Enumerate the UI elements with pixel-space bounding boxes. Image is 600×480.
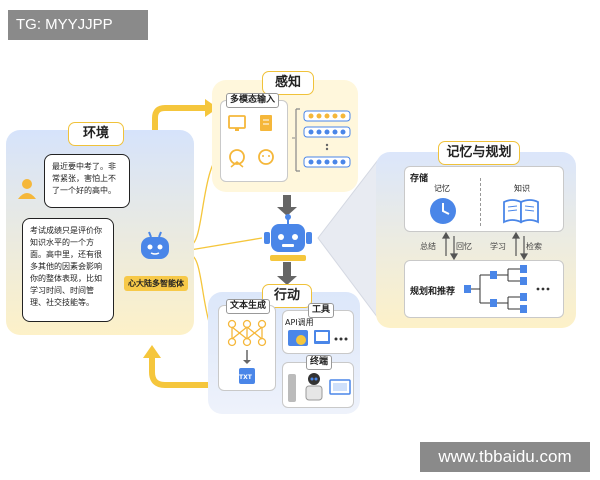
retrieve-label: 检索 — [526, 242, 542, 251]
watermark-top: TG: MYYJJPP — [8, 10, 148, 40]
knowledge-label: 知识 — [514, 184, 530, 193]
book-icon — [502, 198, 540, 224]
txt-file-label: TXT — [239, 374, 252, 381]
terminal-devices-icon — [286, 370, 352, 406]
api-call-label: API调用 — [285, 318, 314, 327]
user-avatar-icon — [17, 178, 37, 200]
agent-speech-bubble: 考试成绩只是评价你知识水平的一个方面。高中里，还有很多其他的因素会影响你的整体表… — [22, 218, 114, 322]
central-robot-icon — [262, 212, 314, 262]
terminal-label: 终端 — [306, 355, 333, 370]
environment-title: 环境 — [68, 122, 124, 146]
tools-label: 工具 — [308, 303, 335, 318]
input-icons — [226, 113, 284, 177]
storage-divider — [480, 178, 481, 226]
storage-label: 存储 — [410, 174, 429, 184]
plan-tree-icon — [462, 262, 562, 316]
learn-label: 学习 — [490, 242, 506, 251]
planning-label: 规划和推荐 — [410, 287, 456, 297]
memory-planning-title: 记忆与规划 — [438, 141, 520, 165]
clock-icon — [428, 196, 458, 226]
agent-name-label: 心大陆多智能体 — [124, 276, 188, 291]
text-generation-label: 文本生成 — [226, 299, 271, 314]
recall-label: 回忆 — [456, 242, 472, 251]
api-call-icons — [286, 328, 350, 350]
user-speech-bubble: 最近要中考了。非常紧张，害怕上不了一个好的高中。 — [44, 154, 130, 208]
perception-title: 感知 — [262, 71, 314, 95]
action-title: 行动 — [262, 284, 312, 308]
multimodal-input-label: 多模态输入 — [226, 93, 280, 108]
agent-robot-icon — [138, 230, 172, 262]
watermark-bottom: www.tbbaidu.com — [420, 442, 590, 472]
memory-arrows — [441, 232, 529, 260]
memory-label: 记忆 — [434, 184, 450, 193]
planning-box — [404, 260, 564, 318]
embedding-vectors-icon — [292, 103, 354, 177]
summarize-label: 总结 — [420, 242, 436, 251]
neural-network-icon — [224, 318, 270, 386]
